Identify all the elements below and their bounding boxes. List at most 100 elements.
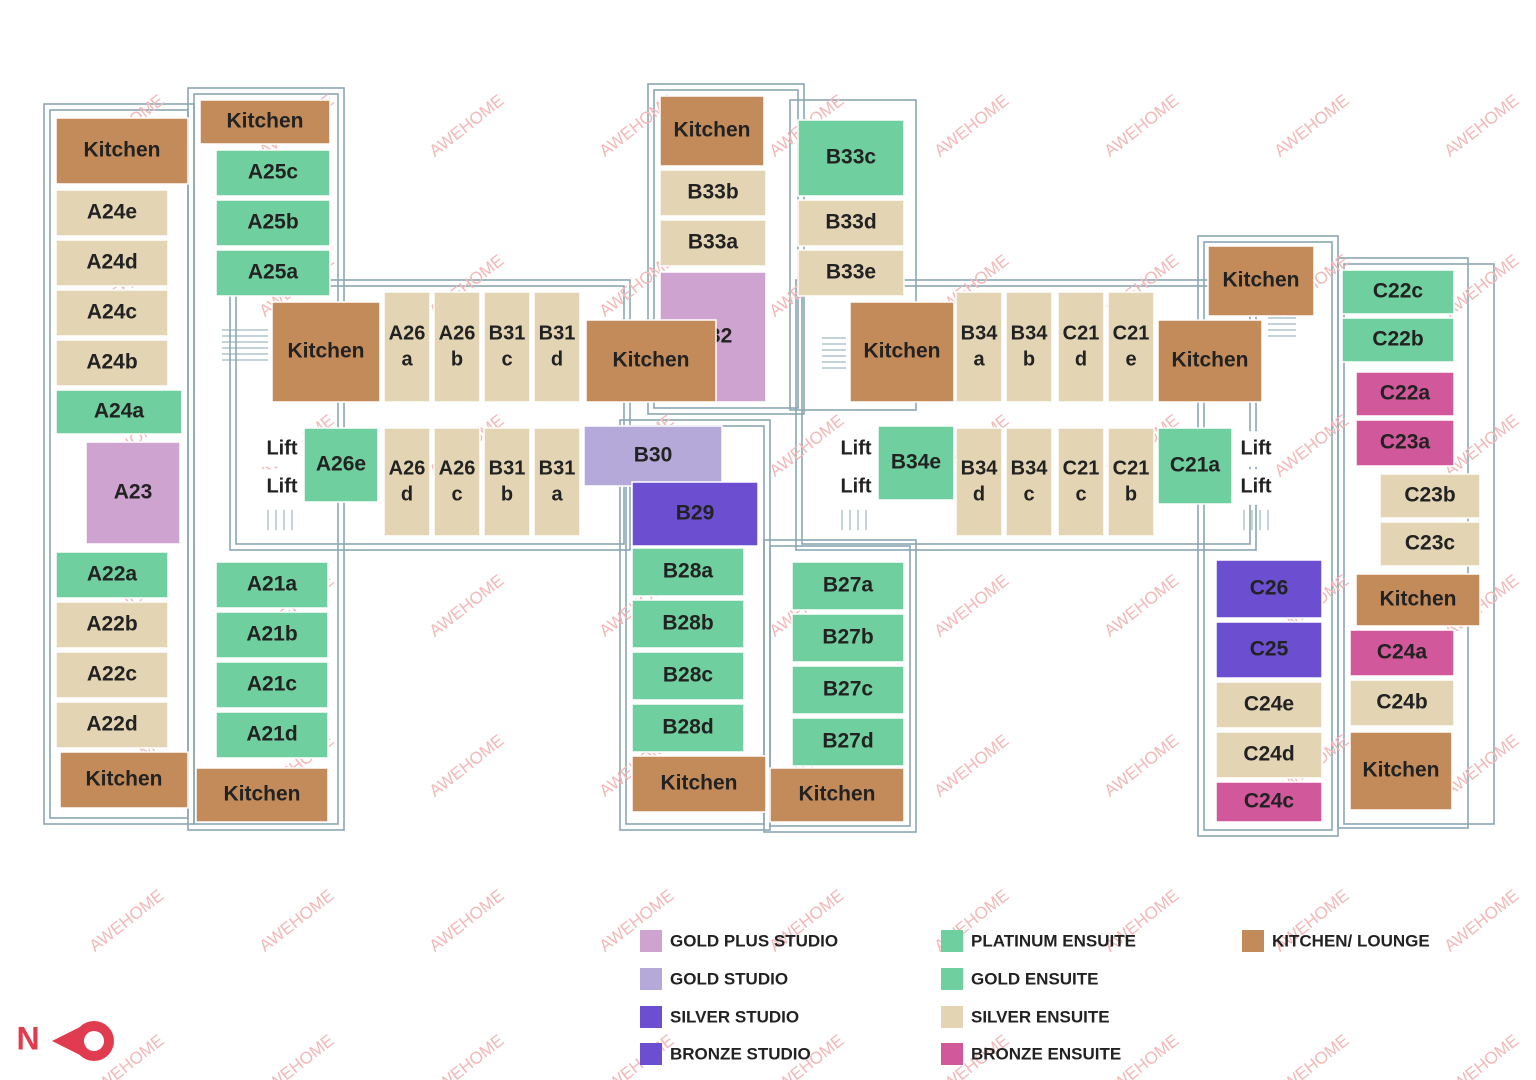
room-a22b[interactable]: A22b xyxy=(55,601,169,649)
room-lift-b2[interactable]: Lift xyxy=(835,469,877,505)
room-label: Lift xyxy=(840,475,871,497)
room-c25[interactable]: C25 xyxy=(1215,621,1323,679)
room-lift-b1[interactable]: Lift xyxy=(835,431,877,467)
room-c22c[interactable]: C22c xyxy=(1341,269,1455,315)
room-b27a[interactable]: B27a xyxy=(791,561,905,611)
room-lift-a1[interactable]: Lift xyxy=(261,431,303,467)
room-b28d[interactable]: B28d xyxy=(631,703,745,753)
room-c24d[interactable]: C24d xyxy=(1215,731,1323,779)
room-b33c[interactable]: B33c xyxy=(797,119,905,197)
room-c22a[interactable]: C22a xyxy=(1355,371,1455,417)
room-b27b[interactable]: B27b xyxy=(791,613,905,663)
room-k-c21[interactable]: Kitchen xyxy=(1157,319,1263,403)
room-label: Kitchen xyxy=(1379,588,1456,611)
room-c22b[interactable]: C22b xyxy=(1341,317,1455,363)
room-c21a[interactable]: C21a xyxy=(1157,427,1233,505)
room-label: B31 xyxy=(539,322,576,344)
room-k-a24[interactable]: Kitchen xyxy=(55,117,189,185)
room-a25a[interactable]: A25a xyxy=(215,249,331,297)
room-a22a[interactable]: A22a xyxy=(55,551,169,599)
room-b33e[interactable]: B33e xyxy=(797,249,905,297)
room-b34e[interactable]: B34e xyxy=(877,425,955,501)
room-a21c[interactable]: A21c xyxy=(215,661,329,709)
room-a24a[interactable]: A24a xyxy=(55,389,183,435)
room-a24c[interactable]: A24c xyxy=(55,289,169,337)
room-k-c23[interactable]: Kitchen xyxy=(1355,573,1481,627)
room-lift-c1[interactable]: Lift xyxy=(1235,431,1277,467)
room-label: e xyxy=(1125,348,1136,370)
room-fill xyxy=(55,601,169,649)
room-label: B33a xyxy=(688,231,739,254)
room-c24b[interactable]: C24b xyxy=(1349,679,1455,727)
room-b33a[interactable]: B33a xyxy=(659,219,767,267)
room-a23[interactable]: A23 xyxy=(85,441,181,545)
room-c24e[interactable]: C24e xyxy=(1215,681,1323,729)
room-b28a[interactable]: B28a xyxy=(631,547,745,597)
room-c23a[interactable]: C23a xyxy=(1355,419,1455,467)
room-fill xyxy=(835,469,877,505)
room-b27c[interactable]: B27c xyxy=(791,665,905,715)
room-a24e[interactable]: A24e xyxy=(55,189,169,237)
room-a25b[interactable]: A25b xyxy=(215,199,331,247)
room-c24c[interactable]: C24c xyxy=(1215,781,1323,823)
room-b33b[interactable]: B33b xyxy=(659,169,767,217)
room-c26[interactable]: C26 xyxy=(1215,559,1323,619)
room-k-b33[interactable]: Kitchen xyxy=(659,95,765,167)
room-b33d[interactable]: B33d xyxy=(797,199,905,247)
room-fill xyxy=(215,249,331,297)
room-b29[interactable]: B29 xyxy=(631,481,759,547)
room-b28b[interactable]: B28b xyxy=(631,599,745,649)
room-k-b28[interactable]: Kitchen xyxy=(631,755,767,813)
room-label: C21 xyxy=(1063,457,1100,479)
room-k-a21[interactable]: Kitchen xyxy=(195,767,329,823)
room-k-a25[interactable]: Kitchen xyxy=(199,99,331,145)
room-b27d[interactable]: B27d xyxy=(791,717,905,767)
room-a21d[interactable]: A21d xyxy=(215,711,329,759)
room-a26e[interactable]: A26e xyxy=(303,427,379,503)
watermark-text: AWEHOME xyxy=(931,731,1013,801)
room-lift-a2[interactable]: Lift xyxy=(261,469,303,505)
room-label: C21 xyxy=(1113,457,1150,479)
room-label: C26 xyxy=(1250,577,1289,600)
room-a22c[interactable]: A22c xyxy=(55,651,169,699)
room-a22d[interactable]: A22d xyxy=(55,701,169,749)
room-c24a[interactable]: C24a xyxy=(1349,629,1455,677)
room-label: Kitchen xyxy=(1362,759,1439,782)
room-c23b[interactable]: C23b xyxy=(1379,473,1481,519)
room-a24d[interactable]: A24d xyxy=(55,239,169,287)
room-lift-c2[interactable]: Lift xyxy=(1235,469,1277,505)
room-fill xyxy=(1057,291,1105,403)
room-a24b[interactable]: A24b xyxy=(55,339,169,387)
room-k-b34[interactable]: Kitchen xyxy=(849,301,955,403)
room-k-c24[interactable]: Kitchen xyxy=(1349,731,1453,811)
room-k-a26[interactable]: Kitchen xyxy=(271,301,381,403)
room-a21a[interactable]: A21a xyxy=(215,561,329,609)
room-b30[interactable]: B30 xyxy=(583,425,723,487)
room-c23c[interactable]: C23c xyxy=(1379,521,1481,567)
room-label: C21 xyxy=(1063,322,1100,344)
room-a21b[interactable]: A21b xyxy=(215,611,329,659)
room-k-a22[interactable]: Kitchen xyxy=(59,751,189,809)
room-k-b27[interactable]: Kitchen xyxy=(769,767,905,823)
room-a25c[interactable]: A25c xyxy=(215,149,331,197)
room-b28c[interactable]: B28c xyxy=(631,651,745,701)
room-k-c22top[interactable]: Kitchen xyxy=(1207,245,1315,317)
room-k-b32[interactable]: Kitchen xyxy=(585,319,717,403)
room-label: C22c xyxy=(1373,280,1424,303)
